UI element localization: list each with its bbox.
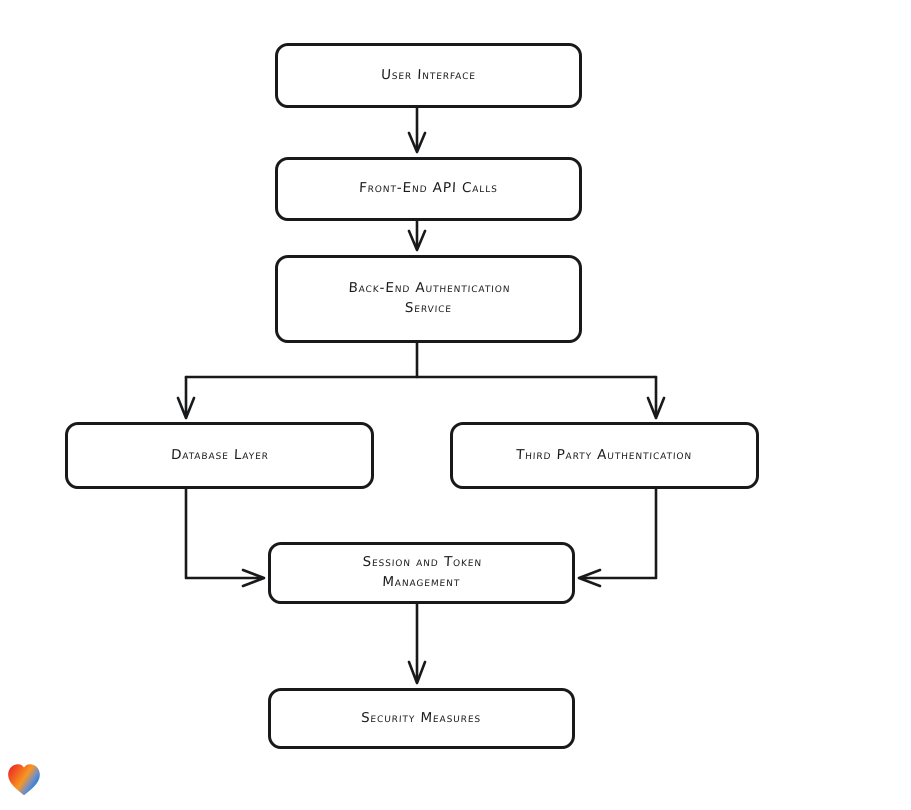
node-label-frontend-api-calls: Front-End API Calls bbox=[358, 180, 499, 197]
arrowhead-database-to-session bbox=[241, 568, 266, 588]
arrowhead-to-third-party-auth bbox=[646, 396, 666, 420]
node-label-user-interface: User Interface bbox=[380, 66, 477, 83]
arrowhead-thirdparty-to-session bbox=[577, 568, 602, 588]
edge-thirdparty-to-session bbox=[579, 487, 658, 580]
node-label-database-layer: Database Layer bbox=[170, 446, 269, 463]
arrowhead-session-to-security bbox=[407, 660, 427, 685]
arrowhead-frontend-to-backend bbox=[407, 229, 427, 252]
node-label-session-and-token-management: Session and Token Management bbox=[361, 554, 483, 590]
node-label-security-measures: Security Measures bbox=[361, 709, 482, 726]
node-label-backend-authentication-service: Back-End Authentication Service bbox=[347, 280, 511, 316]
node-security-measures[interactable]: Security Measures bbox=[268, 688, 575, 749]
heart-icon bbox=[8, 764, 40, 796]
node-user-interface[interactable]: User Interface bbox=[275, 43, 582, 108]
node-backend-authentication-service[interactable]: Back-End Authentication Service bbox=[275, 255, 582, 343]
node-frontend-api-calls[interactable]: Front-End API Calls bbox=[275, 157, 582, 221]
arrowhead-ui-to-frontend bbox=[407, 131, 427, 154]
arrowhead-to-database-layer bbox=[176, 396, 196, 420]
node-third-party-authentication[interactable]: Third Party Authentication bbox=[450, 422, 759, 489]
node-session-and-token-management[interactable]: Session and Token Management bbox=[268, 542, 575, 604]
node-database-layer[interactable]: Database Layer bbox=[65, 422, 374, 489]
node-label-third-party-authentication: Third Party Authentication bbox=[516, 446, 694, 463]
edge-database-to-session bbox=[184, 487, 264, 580]
